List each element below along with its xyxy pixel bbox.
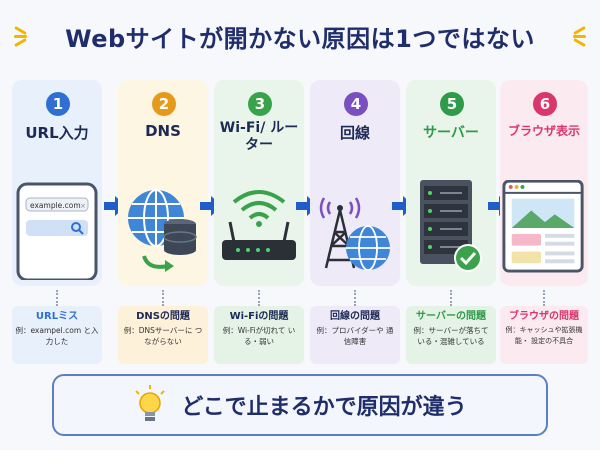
step-number: 5 [440, 92, 464, 116]
step-card-dns: 2 DNS [118, 80, 208, 286]
problem-box-line: 回線の問題 例：プロバイダーや 通信障害 [310, 306, 400, 364]
step-card-wifi: 3 Wi-Fi/ ルーター [214, 80, 304, 286]
step-card-browser: 6 ブラウザ表示 [500, 80, 588, 286]
connector-dots [543, 290, 545, 306]
connector-dots [56, 290, 58, 306]
antenna-globe-icon [319, 197, 390, 271]
sparkle-right-icon [573, 25, 586, 48]
step-number: 4 [344, 92, 368, 116]
step-heading: URL入力 [25, 124, 89, 142]
server-check-icon [420, 180, 482, 272]
problem-box-wifi: Wi-Fiの問題 例：Wi-Fiが切れて いる・弱い [214, 306, 304, 364]
problem-title: 回線の問題 [330, 311, 380, 322]
step-card-url: 1 URL入力 example.com × [12, 80, 102, 286]
problem-title: DNSの問題 [136, 311, 190, 322]
step-number: 2 [152, 92, 176, 116]
problem-desc: 例：サーバーが落ちて いる・混雑している [413, 326, 489, 346]
connector-dots [354, 290, 356, 306]
step-heading: ブラウザ表示 [507, 124, 580, 138]
step-heading: サーバー [423, 125, 479, 141]
bottom-message-box: どこで止まるかで原因が違う [52, 374, 548, 436]
globe-database-icon [128, 189, 197, 272]
step-card-server: 5 サーバー [406, 80, 496, 286]
bottom-message: どこで止まるかで原因が違う [181, 395, 467, 420]
svg-text:×: × [80, 202, 86, 210]
wifi-router-icon [222, 190, 296, 260]
lightbulb-icon [135, 385, 166, 421]
step-number: 1 [46, 92, 70, 116]
problem-box-url: URLミス 例：exampel.com と入力した [12, 306, 102, 364]
title-banner: Webサイトが開かない原因は1つではない [0, 14, 600, 58]
problem-box-server: サーバーの問題 例：サーバーが落ちて いる・混雑している [406, 306, 496, 364]
step-heading: 回線 [339, 124, 370, 142]
problem-title: Wi-Fiの問題 [229, 311, 289, 322]
problem-desc: 例：プロバイダーや 通信障害 [316, 326, 394, 346]
problem-desc: 例：exampel.com と入力した [15, 326, 99, 346]
problem-box-browser: ブラウザの問題 例：キャッシュや拡張機能・ 設定の不具合 [500, 306, 588, 364]
problem-title: サーバーの問題 [416, 311, 486, 322]
url-field-text: example.com [30, 201, 81, 210]
step-heading: DNS [145, 122, 181, 140]
step-heading: Wi-Fi/ ルーター [219, 120, 299, 153]
step-card-line: 4 回線 [310, 80, 400, 286]
connector-dots [450, 290, 452, 306]
sparkle-left-icon [14, 25, 27, 48]
step-number: 3 [248, 92, 272, 116]
smartphone-search-icon: example.com × [16, 182, 98, 280]
problem-desc: 例：DNSサーバーに つながらない [123, 326, 203, 346]
page-title: Webサイトが開かない原因は1つではない [65, 24, 535, 53]
problem-title: URLミス [35, 311, 79, 322]
problem-title: ブラウザの問題 [509, 311, 579, 322]
problem-desc: 例：Wi-Fiが切れて いる・弱い [222, 326, 296, 346]
browser-window-icon [502, 180, 584, 273]
step-number: 6 [533, 92, 557, 116]
problem-desc: 例：キャッシュや拡張機能・ 設定の不具合 [505, 326, 583, 345]
problem-box-dns: DNSの問題 例：DNSサーバーに つながらない [118, 306, 208, 364]
connector-dots [162, 290, 164, 306]
connector-dots [258, 290, 260, 306]
